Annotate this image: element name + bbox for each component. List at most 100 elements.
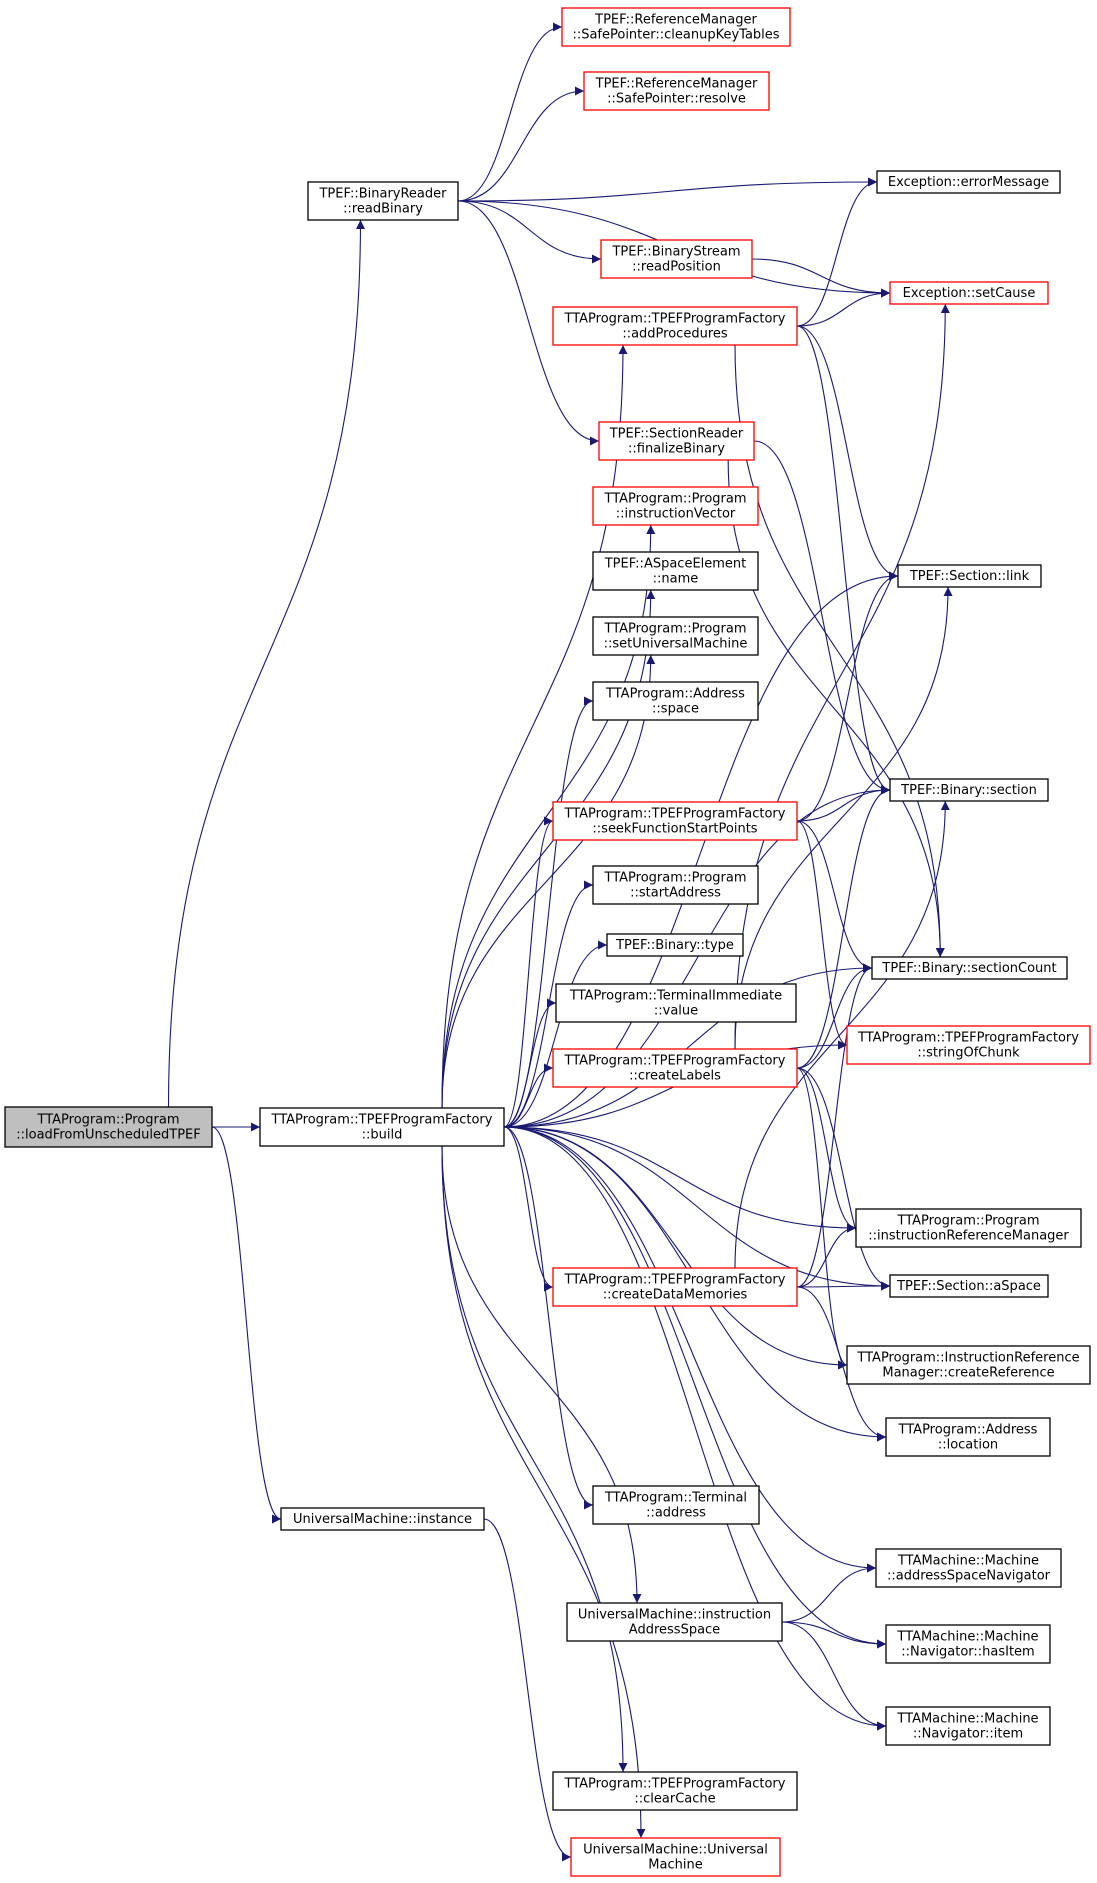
- node-label-line: UniversalMachine::instruction: [578, 1608, 771, 1623]
- edge-layer: [167, 22, 953, 1862]
- node-label-line: TTAProgram::TPEFProgramFactory: [857, 1031, 1079, 1046]
- edge-readBinary-to-readPosition: [457, 200, 602, 264]
- node-label-line: ::Navigator::hasItem: [901, 1645, 1034, 1660]
- node-label-line: TTAProgram::Program: [604, 622, 747, 637]
- node-addressSpaceNavigator[interactable]: TTAMachine::Machine::addressSpaceNavigat…: [875, 1548, 1062, 1588]
- edge-seekFunctionStartPoints-to-stringOfChunk: [796, 820, 848, 1050]
- node-box: [592, 551, 759, 591]
- node-createDataMemories[interactable]: TTAProgram::TPEFProgramFactory::createDa…: [552, 1267, 798, 1307]
- node-box: [552, 306, 798, 346]
- node-box: [592, 865, 759, 905]
- node-finalizeBinary[interactable]: TPEF::SectionReader::finalizeBinary: [598, 421, 755, 461]
- node-sectionLink[interactable]: TPEF::Section::link: [897, 564, 1042, 588]
- node-aspaceName[interactable]: TPEF::ASpaceElement::name: [592, 551, 759, 591]
- edge-readBinary-to-errorMessage: [457, 177, 878, 202]
- node-label-line: UniversalMachine::instance: [293, 1512, 472, 1527]
- node-label-line: ::readPosition: [632, 260, 721, 275]
- edge-createLabels-to-sectionCount: [796, 963, 873, 1069]
- node-label-line: ::value: [654, 1004, 698, 1019]
- node-label-line: ::addProcedures: [622, 327, 728, 342]
- edge-build-to-sectionASpace: [503, 1126, 891, 1291]
- node-label-line: ::seekFunctionStartPoints: [592, 822, 757, 837]
- node-sectionASpace[interactable]: TPEF::Section::aSpace: [889, 1274, 1049, 1298]
- edge-readBinary-to-resolve: [457, 86, 585, 202]
- node-readPosition[interactable]: TPEF::BinaryStream::readPosition: [600, 239, 753, 279]
- edge-build-to-umConstructor: [441, 1145, 646, 1839]
- node-label-line: ::SafePointer::resolve: [607, 92, 746, 107]
- node-terminalImmediateValue[interactable]: TTAProgram::TerminalImmediate::value: [555, 983, 797, 1023]
- node-setUniversalMachine[interactable]: TTAProgram::Program::setUniversalMachine: [592, 616, 759, 656]
- node-umInstance[interactable]: UniversalMachine::instance: [280, 1507, 485, 1531]
- node-createLabels[interactable]: TTAProgram::TPEFProgramFactory::createLa…: [552, 1048, 798, 1088]
- node-binaryType[interactable]: TPEF::Binary::type: [606, 933, 744, 957]
- edge-build-to-instructionReferenceManager: [503, 1126, 857, 1233]
- edge-createLabels-to-instructionReferenceManager: [796, 1067, 857, 1233]
- node-box: [592, 486, 759, 526]
- node-umInstructionAddressSpace[interactable]: UniversalMachine::instructionAddressSpac…: [566, 1602, 783, 1642]
- node-umConstructor[interactable]: UniversalMachine::UniversalMachine: [570, 1837, 781, 1877]
- edge-build-to-navigatorHasItem: [503, 1126, 887, 1649]
- node-label-line: TPEF::Binary::type: [615, 938, 734, 953]
- node-startAddress[interactable]: TTAProgram::Program::startAddress: [592, 865, 759, 905]
- node-label-line: TPEF::BinaryReader: [318, 187, 447, 202]
- edge-build-to-aspaceName: [441, 589, 656, 1109]
- node-label-line: ::name: [653, 572, 699, 587]
- node-label-line: TTAProgram::TPEFProgramFactory: [564, 1054, 786, 1069]
- node-stringOfChunk[interactable]: TTAProgram::TPEFProgramFactory::stringOf…: [846, 1025, 1091, 1065]
- node-terminalAddress[interactable]: TTAProgram::Terminal::address: [592, 1485, 760, 1525]
- node-readBinary[interactable]: TPEF::BinaryReader::readBinary: [307, 181, 459, 221]
- node-navigatorHasItem[interactable]: TTAMachine::Machine::Navigator::hasItem: [885, 1624, 1051, 1664]
- node-sectionCount[interactable]: TPEF::Binary::sectionCount: [871, 956, 1068, 980]
- node-box: [552, 1048, 798, 1088]
- node-root[interactable]: TTAProgram::Program::loadFromUnscheduled…: [4, 1106, 213, 1148]
- node-label-line: Manager::createReference: [882, 1366, 1054, 1381]
- edge-build-to-createDataMemories: [503, 1126, 554, 1292]
- node-binarySection[interactable]: TPEF::Binary::section: [889, 778, 1049, 802]
- node-label-line: ::location: [938, 1438, 998, 1453]
- edge-build-to-navigatorItem: [503, 1126, 887, 1731]
- node-label-line: ::instructionReferenceManager: [868, 1229, 1069, 1244]
- node-box: [889, 1274, 1049, 1298]
- node-addressSpace[interactable]: TTAProgram::Address::space: [592, 681, 759, 721]
- node-label-line: TTAProgram::Program: [604, 492, 747, 507]
- node-seekFunctionStartPoints[interactable]: TTAProgram::TPEFProgramFactory::seekFunc…: [552, 801, 798, 841]
- node-box: [280, 1507, 485, 1531]
- node-box: [855, 1208, 1082, 1248]
- edge-umInstance-to-umConstructor: [483, 1518, 572, 1862]
- node-instructionReferenceManager[interactable]: TTAProgram::Program::instructionReferenc…: [855, 1208, 1082, 1248]
- node-setCause[interactable]: Exception::setCause: [889, 281, 1049, 305]
- node-createReference[interactable]: TTAProgram::InstructionReferenceManager:…: [846, 1345, 1091, 1385]
- node-label-line: TTAProgram::Terminal: [604, 1491, 747, 1506]
- node-box: [889, 281, 1049, 305]
- node-label-line: ::instructionVector: [616, 507, 736, 522]
- node-label-line: UniversalMachine::Universal: [583, 1843, 768, 1858]
- node-navigatorItem[interactable]: TTAMachine::Machine::Navigator::item: [885, 1706, 1051, 1746]
- node-label-line: ::Navigator::item: [913, 1727, 1023, 1742]
- edge-build-to-seekFunctionStartPoints: [503, 816, 554, 1128]
- edge-readBinary-to-cleanupKeyTables: [457, 22, 563, 202]
- node-addressLocation[interactable]: TTAProgram::Address::location: [885, 1417, 1051, 1457]
- node-label-line: ::SafePointer::cleanupKeyTables: [572, 28, 779, 43]
- node-box: [259, 1107, 505, 1147]
- node-label-line: ::loadFromUnscheduledTPEF: [16, 1128, 201, 1143]
- node-label-line: ::setUniversalMachine: [604, 637, 748, 652]
- node-label-line: ::address: [646, 1506, 706, 1521]
- node-label-line: ::clearCache: [634, 1792, 715, 1807]
- node-label-line: TTAProgram::TPEFProgramFactory: [564, 312, 786, 327]
- edge-createDataMemories-to-sectionCount: [796, 963, 873, 1288]
- node-box: [555, 983, 797, 1023]
- node-addProcedures[interactable]: TTAProgram::TPEFProgramFactory::addProce…: [552, 306, 798, 346]
- node-layer: TTAProgram::Program::loadFromUnscheduled…: [4, 7, 1091, 1877]
- node-label-line: TTAMachine::Machine: [896, 1712, 1038, 1727]
- node-build[interactable]: TTAProgram::TPEFProgramFactory::build: [259, 1107, 505, 1147]
- node-errorMessage[interactable]: Exception::errorMessage: [876, 170, 1061, 194]
- node-resolve[interactable]: TPEF::ReferenceManager::SafePointer::res…: [583, 71, 770, 111]
- node-cleanupKeyTables[interactable]: TPEF::ReferenceManager::SafePointer::cle…: [561, 7, 791, 47]
- node-label-line: ::startAddress: [630, 886, 721, 901]
- node-box: [570, 1837, 781, 1877]
- edge-addProcedures-to-binarySection: [796, 325, 891, 795]
- node-box: [583, 71, 770, 111]
- node-clearCache[interactable]: TTAProgram::TPEFProgramFactory::clearCac…: [552, 1771, 798, 1811]
- node-label-line: TTAProgram::TPEFProgramFactory: [564, 1273, 786, 1288]
- node-instructionVector[interactable]: TTAProgram::Program::instructionVector: [592, 486, 759, 526]
